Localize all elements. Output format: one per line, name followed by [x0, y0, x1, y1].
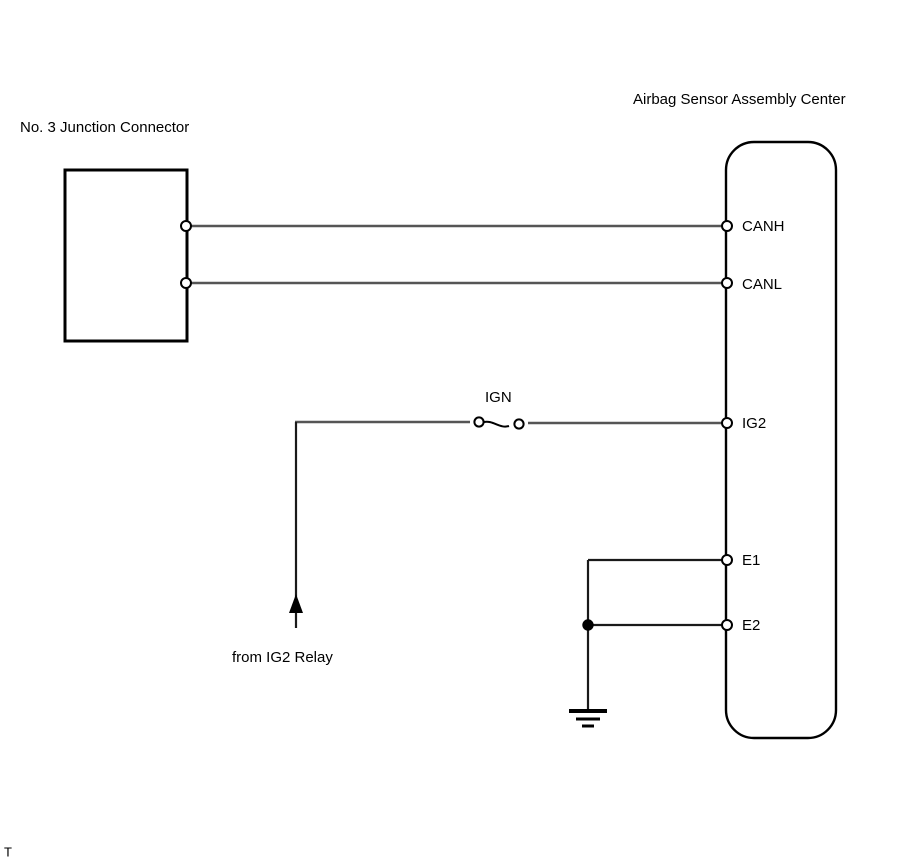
fuse-label: IGN — [485, 389, 512, 406]
terminal-label-ig2: IG2 — [742, 415, 766, 432]
airbag-sensor-module — [724, 140, 838, 740]
terminal-ig2-icon — [721, 417, 733, 429]
terminal-label-e1: E1 — [742, 552, 760, 569]
connector-pin-canl-icon — [180, 277, 192, 289]
power-source-label: from IG2 Relay — [232, 649, 333, 666]
terminal-e2-icon — [721, 619, 733, 631]
terminal-canl-icon — [721, 277, 733, 289]
connector-pin-canh-icon — [180, 220, 192, 232]
junction-dot-ground — [582, 619, 594, 631]
fuse-wave — [483, 420, 510, 428]
corner-mark-label: T — [4, 844, 12, 859]
terminal-label-canh: CANH — [742, 218, 785, 235]
terminal-label-e2: E2 — [742, 617, 760, 634]
airbag-sensor-title: Airbag Sensor Assembly Center — [633, 91, 846, 108]
terminal-e1-icon — [721, 554, 733, 566]
junction-connector-title: No. 3 Junction Connector — [20, 119, 189, 136]
junction-connector-box — [63, 168, 189, 343]
power-source-arrow-icon — [289, 594, 303, 613]
fuse-terminal-left-icon — [473, 416, 485, 428]
terminal-label-canl: CANL — [742, 276, 782, 293]
terminal-canh-icon — [721, 220, 733, 232]
fuse-terminal-right-icon — [513, 418, 525, 430]
